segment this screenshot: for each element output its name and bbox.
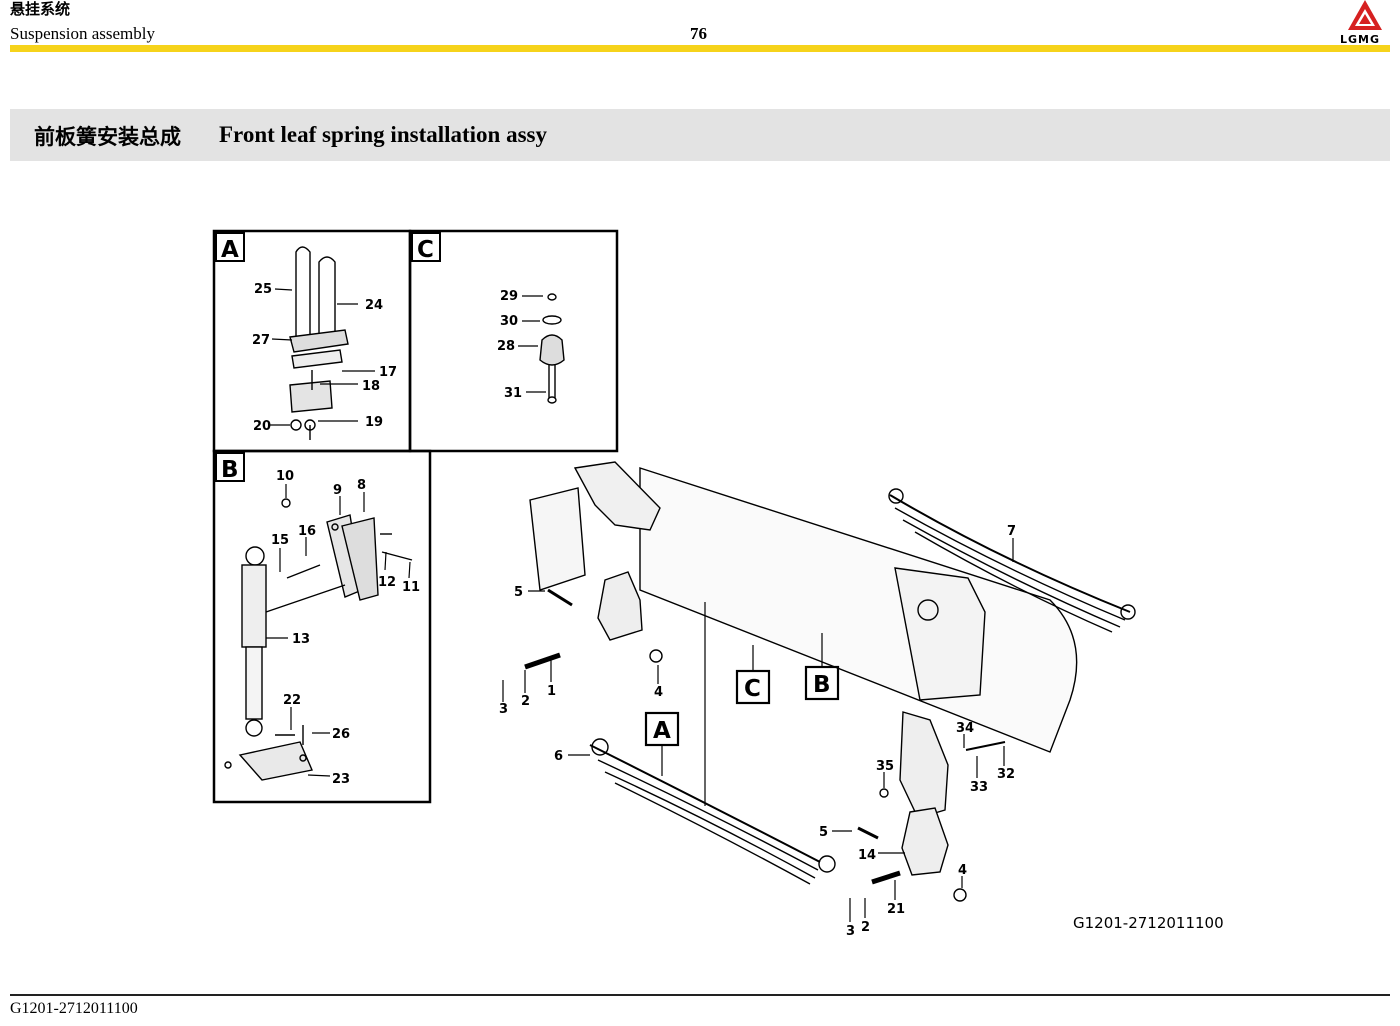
callout-18: 18 [362,379,380,394]
header-accent-bar [10,45,1390,52]
callout-31: 31 [504,386,522,401]
callout-1: 1 [547,684,556,699]
view-marker-a: A [653,718,671,744]
callout-19: 19 [365,415,383,430]
detail-box-b-frame [212,449,432,804]
callout-29: 29 [500,289,518,304]
rear-hanger-drawing [899,711,949,819]
callout-23: 23 [332,772,350,787]
page-number: 76 [690,24,707,43]
shackle-drawing [901,807,949,876]
callout-3-left: 3 [499,702,508,717]
callout-2-left: 2 [521,694,530,709]
callout-27: 27 [252,333,270,348]
callout-14: 14 [858,848,876,863]
detail-box-c-frame [408,229,619,453]
page-title-cn: 前板簧安装总成 [34,125,181,149]
callout-33: 33 [970,780,988,795]
callout-28: 28 [497,339,515,354]
rubber-mount-drawing [539,293,565,404]
frame-rail-drawing [529,461,1078,753]
detail-box-a-label: A [221,237,239,263]
detail-box-c-label: C [417,237,434,263]
detail-box-b-label: B [221,457,239,483]
callout-4-right: 4 [958,863,967,878]
callout-13: 13 [292,632,310,647]
section-title-en: Suspension assembly [10,24,155,43]
page-title-en: Front leaf spring installation assy [219,122,547,147]
u-bolt-drawing [289,246,349,440]
callout-17: 17 [379,365,397,380]
callout-34: 34 [956,721,974,736]
callout-21: 21 [887,902,905,917]
callout-22: 22 [283,693,301,708]
callout-26: 26 [332,727,350,742]
front-leaf-spring-drawing [589,738,836,885]
view-marker-c: C [744,676,761,702]
footer-divider [10,994,1390,996]
callout-5-left: 5 [514,585,523,600]
callout-15: 15 [271,533,289,548]
lgmg-logo-icon [1348,0,1382,30]
callout-16: 16 [298,524,316,539]
callout-3-right: 3 [846,924,855,939]
callout-32: 32 [997,767,1015,782]
callout-35: 35 [876,759,894,774]
shock-absorber-drawing [224,498,413,781]
footer-document-code: G1201-2712011100 [10,1000,138,1017]
page-title-bar: 前板簧安装总成 Front leaf spring installation a… [10,109,1390,161]
section-title-cn: 悬挂系统 [10,0,71,18]
callout-11: 11 [402,580,420,595]
drawing-number: G1201-2712011100 [1073,914,1224,932]
callout-20: 20 [253,419,271,434]
front-hanger-drawing [597,571,643,641]
view-marker-b: B [813,672,831,698]
callout-10: 10 [276,469,294,484]
callout-2-right: 2 [861,920,870,935]
callout-9: 9 [333,483,342,498]
logo-text: LGMG [1340,33,1381,46]
callout-30: 30 [500,314,518,329]
callout-7: 7 [1007,524,1016,539]
callout-6: 6 [554,749,563,764]
callout-5-right: 5 [819,825,828,840]
callout-4-left: 4 [654,685,663,700]
callout-24: 24 [365,298,383,313]
callout-25: 25 [254,282,272,297]
callout-12: 12 [378,575,396,590]
rear-leaf-spring-drawing [888,488,1136,633]
callout-8: 8 [357,478,366,493]
